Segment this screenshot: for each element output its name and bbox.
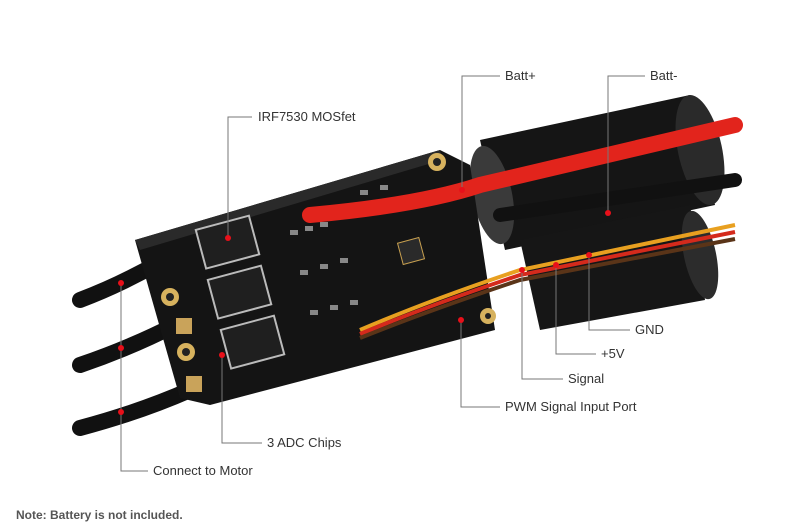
- pcb-board: [135, 150, 496, 405]
- label-pwm-input: PWM Signal Input Port: [505, 399, 637, 414]
- label-motor: Connect to Motor: [153, 463, 253, 478]
- signal-wires: [359, 223, 736, 340]
- label-gnd: GND: [635, 322, 664, 337]
- label-mosfet: IRF7530 MOSfet: [258, 109, 356, 124]
- marker-dots: [118, 187, 611, 415]
- label-adc-chips: 3 ADC Chips: [267, 435, 342, 450]
- label-signal: Signal: [568, 371, 605, 386]
- battery-wires: [302, 117, 743, 223]
- label-5v: +5V: [601, 346, 625, 361]
- battery-note: Note: Battery is not included.: [16, 508, 183, 522]
- label-batt-plus: Batt+: [505, 68, 536, 83]
- label-batt-minus: Batt-: [650, 68, 678, 83]
